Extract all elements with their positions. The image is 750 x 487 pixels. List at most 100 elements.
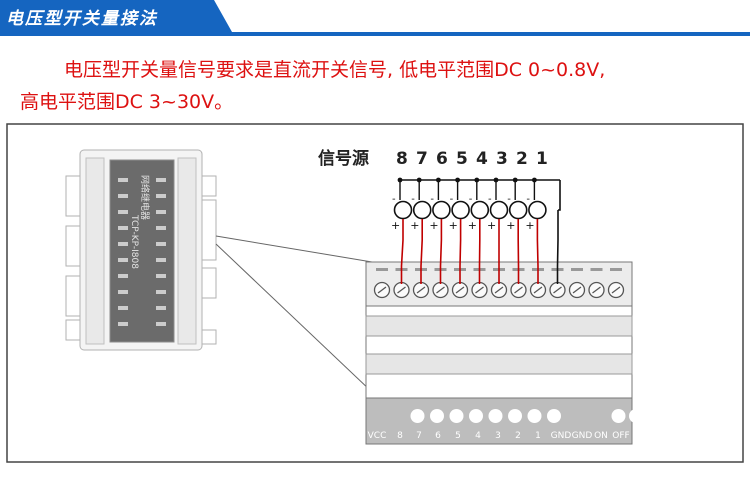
bus-junction	[416, 177, 422, 183]
source-number: 1	[536, 149, 548, 169]
indicator-dot	[547, 409, 561, 423]
signal-wire	[536, 219, 539, 284]
indicator-dot	[508, 409, 522, 423]
device-panel-marks	[118, 178, 166, 326]
plus-sign: +	[410, 219, 419, 232]
terminal-label: 5	[455, 431, 461, 441]
signal-source-circle	[412, 200, 432, 220]
plus-sign: +	[391, 219, 400, 232]
terminal-slot	[376, 268, 388, 271]
header-title: 电压型开关量接法	[6, 9, 158, 29]
signal-sources: -+-+-+-+-+-+-+-+	[391, 177, 547, 232]
screw-slot	[553, 286, 562, 294]
terminal-label: 2	[515, 431, 521, 441]
source-number: 4	[476, 149, 488, 169]
minus-sign: -	[450, 194, 454, 205]
plus-sign: +	[487, 219, 496, 232]
terminal-label: 1	[535, 431, 541, 441]
callout-line-top	[215, 235, 373, 263]
section-header: 电压型开关量接法	[0, 0, 750, 40]
screw-slot	[572, 286, 582, 294]
plus-sign: +	[449, 219, 458, 232]
signal-source-circle	[528, 200, 547, 220]
minus-sign: -	[469, 194, 473, 205]
screw-slot	[377, 286, 387, 294]
device-left-rail	[85, 157, 105, 345]
screw-slot	[611, 286, 621, 294]
indicator-dot	[629, 409, 643, 423]
screw-slot	[494, 286, 504, 294]
gnd-wire	[556, 210, 559, 284]
minus-sign: -	[526, 194, 530, 205]
terminal-label: GND	[551, 431, 572, 441]
screw-slot	[592, 286, 601, 294]
signal-wire	[439, 219, 443, 284]
plus-sign: +	[525, 219, 534, 232]
screw-slot	[514, 286, 523, 294]
signal-source-circle	[393, 200, 413, 220]
screw-slot	[533, 286, 543, 294]
signal-wire	[459, 219, 462, 284]
signal-wires	[400, 210, 559, 284]
terminal-slot	[610, 268, 622, 271]
indicator-dot	[430, 409, 444, 423]
source-number: 7	[416, 149, 428, 169]
bus-junction	[532, 177, 537, 183]
signal-source-circle	[451, 200, 470, 220]
minus-sign: -	[411, 194, 415, 205]
terminal-label: 8	[397, 431, 403, 441]
indicator-dot	[449, 409, 464, 423]
terminal-label: OFF	[612, 431, 629, 441]
terminal-label: VCC	[368, 431, 387, 441]
indicator-dot	[527, 409, 542, 423]
signal-source-circle	[508, 200, 528, 220]
source-number: 3	[496, 149, 508, 169]
minus-sign: -	[430, 194, 434, 205]
screw-slot	[475, 286, 484, 294]
source-number: 5	[456, 149, 468, 169]
screw-slot	[416, 286, 426, 294]
indicator-dot	[469, 409, 483, 423]
bus-junction	[493, 177, 499, 183]
signal-source-circle	[432, 200, 451, 220]
device-name-text: 网络继电器	[139, 175, 151, 220]
indicator-dot	[488, 409, 503, 423]
header-underline	[0, 32, 750, 36]
signal-source-label: 信号源	[318, 148, 369, 169]
screw-slot	[397, 286, 406, 294]
header-tab	[0, 0, 232, 32]
plus-sign: +	[506, 219, 515, 232]
description-line-1: 电压型开关量信号要求是直流开关信号, 低电平范围DC 0~0.8V,	[64, 59, 606, 81]
terminal-label: ON	[594, 431, 608, 441]
bus-junction	[512, 177, 518, 183]
indicator-dot	[611, 409, 626, 423]
source-number: 2	[516, 149, 528, 169]
terminal-indicator-dots	[410, 409, 643, 423]
terminal-rail-1	[365, 315, 633, 337]
device-thumbnail: 网络继电器 TCP-KP-I808	[65, 149, 217, 351]
source-number: 8	[396, 149, 408, 169]
bus-junction	[455, 177, 460, 183]
terminal-slot	[571, 268, 583, 271]
bus-junction	[397, 177, 403, 183]
device-right-rail	[177, 157, 197, 345]
minus-sign: -	[488, 194, 492, 205]
terminal-label: GND	[572, 431, 593, 441]
description-line-2: 高电平范围DC 3~30V。	[20, 91, 234, 113]
minus-sign: -	[392, 194, 396, 205]
terminal-slot	[590, 268, 603, 271]
signal-source-circle	[489, 200, 509, 220]
bus-junction	[474, 177, 480, 183]
device-right-terminals	[201, 175, 217, 345]
device-left-terminals	[65, 175, 81, 341]
terminal-label: 7	[416, 431, 422, 441]
terminal-label: 4	[475, 431, 481, 441]
device-model-text: TCP-KP-I808	[129, 214, 139, 269]
signal-source-circle	[470, 200, 490, 220]
signal-wire	[420, 219, 424, 284]
screw-slot	[436, 286, 445, 294]
terminal-label: 6	[435, 431, 441, 441]
